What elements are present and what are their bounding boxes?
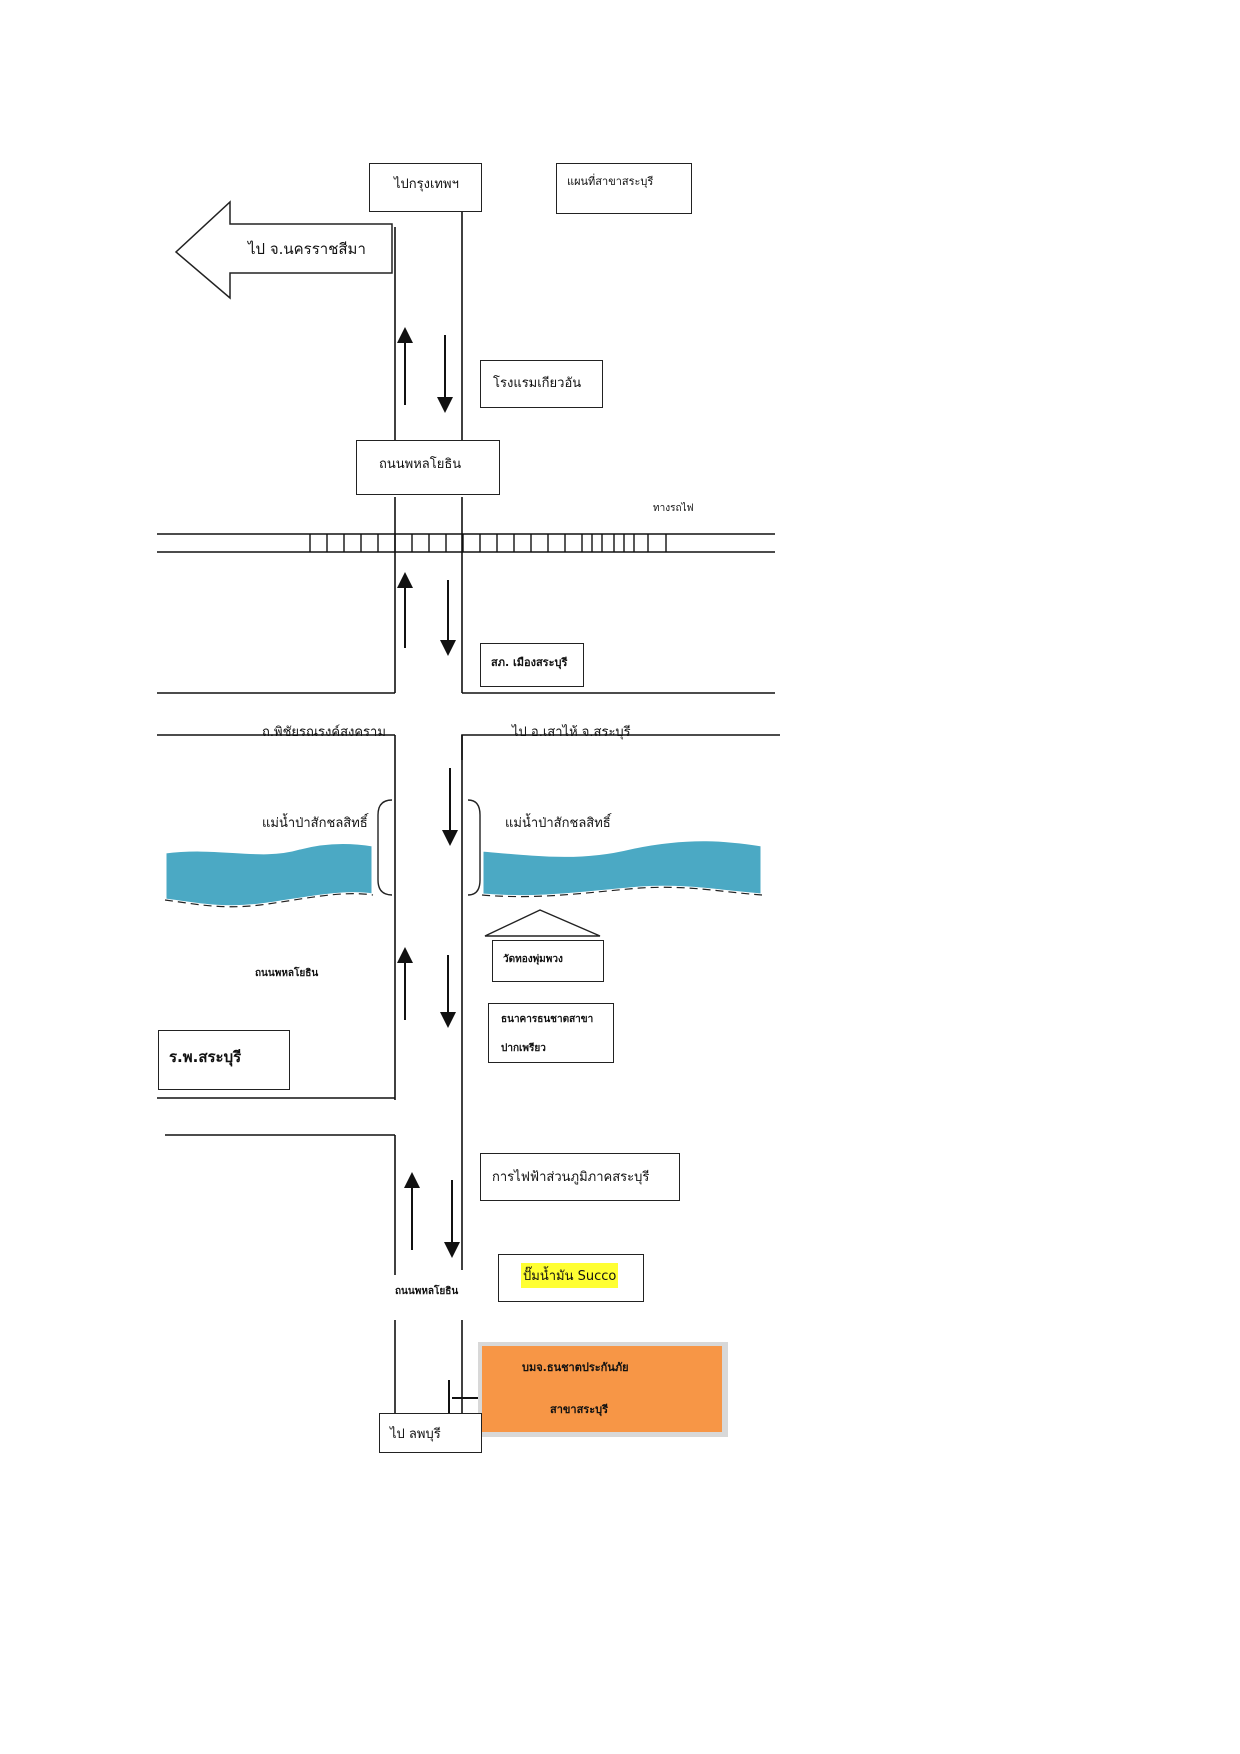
bank-box: ธนาคารธนชาตสาขา ปากเพรียว [488, 1003, 614, 1063]
north-destination-label: ไปกรุงเทพฯ [394, 177, 459, 192]
phichai-road-label: ถ.พิชัยรณรงค์สงคราม [262, 725, 386, 740]
gas-station-box: ปั๊มน้ำมัน Succo [498, 1254, 644, 1302]
map-title-box: แผนที่สาขาสระบุรี [556, 163, 692, 214]
river-name-right: แม่น้ำป่าสักชลสิทธิ์ [505, 816, 611, 831]
hospital-label: ร.พ.สระบุรี [169, 1048, 242, 1066]
electricity-box: การไฟฟ้าส่วนภูมิภาคสระบุรี [480, 1153, 680, 1201]
temple-box: วัดทองพุ่มพวง [492, 940, 604, 982]
west-destination-label: ไป จ.นครราชสีมา [248, 240, 366, 258]
hospital-box: ร.พ.สระบุรี [158, 1030, 290, 1090]
river [163, 799, 764, 909]
bank-label-line2: ปากเพรียว [501, 1043, 546, 1054]
hotel-box: โรงแรมเกียวอัน [480, 360, 603, 408]
electricity-label: การไฟฟ้าส่วนภูมิภาคสระบุรี [492, 1170, 650, 1185]
bridge-left [377, 799, 393, 896]
south-destination-label: ไป ลพบุรี [390, 1427, 441, 1442]
railway-label: ทางรถไฟ [653, 503, 694, 514]
river-name-left: แม่น้ำป่าสักชลสิทธิ์ [262, 816, 368, 831]
river-left [163, 840, 375, 909]
office-block [482, 1346, 722, 1432]
east-destination-label: ไป อ.เสาไห้ จ.สระบุรี [512, 725, 631, 740]
office-label-line2: สาขาสระบุรี [550, 1403, 609, 1416]
gas-station-label: ปั๊มน้ำมัน Succo [521, 1263, 619, 1288]
railway [157, 533, 775, 553]
west-arrow [174, 200, 393, 300]
cross-streets [157, 692, 780, 1136]
map-title: แผนที่สาขาสระบุรี [567, 175, 654, 188]
temple-roof-icon [484, 909, 601, 937]
phahon-road-mid-label: ถนนพหลโยธิน [255, 968, 319, 979]
police-label: สภ. เมืองสระบุรี [491, 656, 568, 669]
police-box: สภ. เมืองสระบุรี [480, 643, 584, 687]
bank-label-line1: ธนาคารธนชาตสาขา [501, 1014, 594, 1025]
river-right [480, 838, 764, 899]
phahon-road-label: ถนนพหลโยธิน [379, 457, 462, 472]
office-label-line1: บมจ.ธนชาตประกันภัย [522, 1361, 629, 1374]
temple-label: วัดทองพุ่มพวง [503, 954, 563, 965]
phahon-road-south-label: ถนนพหลโยธิน [395, 1286, 459, 1297]
hotel-label: โรงแรมเกียวอัน [493, 376, 582, 391]
bridge-right [467, 799, 481, 896]
main-road [394, 207, 463, 1418]
north-destination-box: ไปกรุงเทพฯ [369, 163, 482, 212]
south-destination-box: ไป ลพบุรี [379, 1413, 482, 1453]
phahon-road-box: ถนนพหลโยธิน [356, 440, 500, 495]
